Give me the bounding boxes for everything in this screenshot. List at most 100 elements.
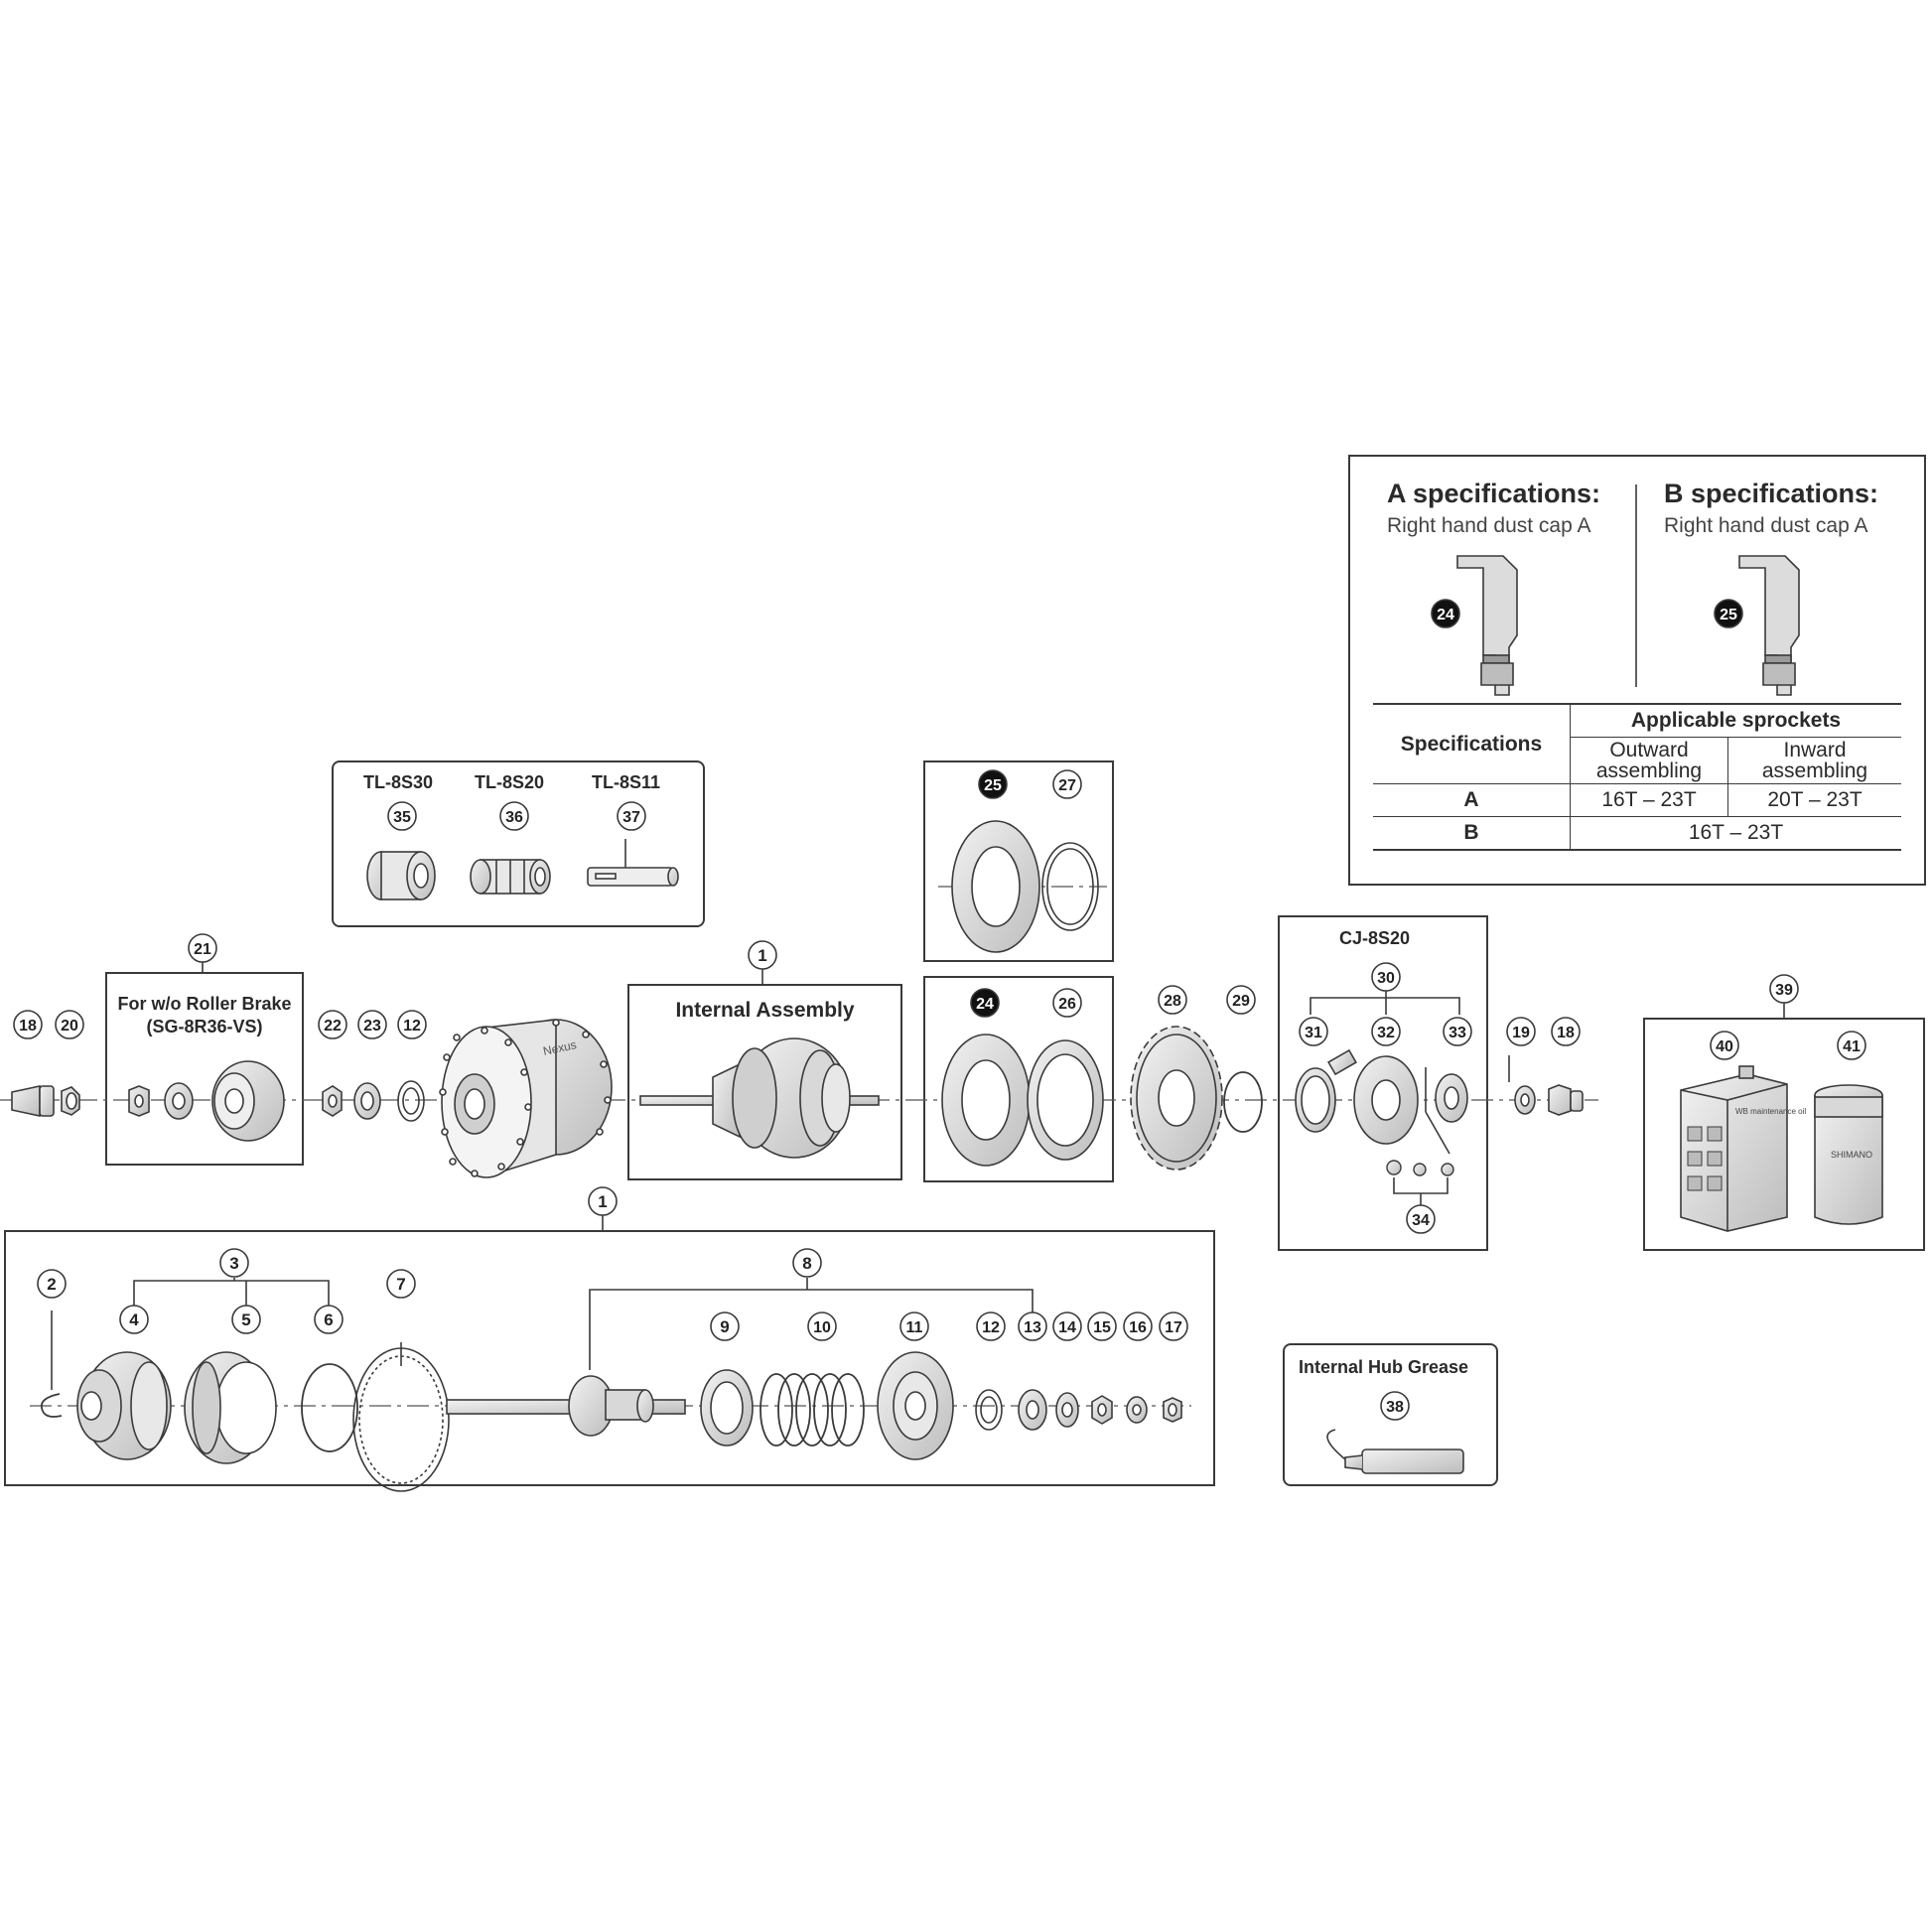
callout-34: 34	[1406, 1204, 1436, 1234]
callout-24: 24	[970, 988, 1000, 1018]
callout-number-19: 19	[1512, 1025, 1530, 1041]
tool-35-name: TL-8S30	[363, 772, 434, 792]
callout-number-26: 26	[1058, 996, 1076, 1013]
callout-circle-37	[617, 801, 646, 831]
spec-col-header: Specifications	[1373, 703, 1571, 784]
hub-logo-text: Nexus	[542, 1037, 578, 1058]
callout-40: 40	[1710, 1031, 1739, 1060]
part-38-grease-tube	[1326, 1429, 1464, 1474]
callout-number-36: 36	[505, 809, 523, 826]
part-21-roller-brake-parts	[128, 1060, 285, 1142]
callout-7: 7	[386, 1269, 416, 1299]
callout-circle-17	[1159, 1311, 1188, 1341]
callout-circle-38	[1380, 1391, 1410, 1421]
callout-number-30: 30	[1377, 970, 1395, 987]
callout-number-41: 41	[1843, 1038, 1861, 1055]
callout-circle-4	[119, 1305, 149, 1334]
callout-22: 22	[318, 1010, 347, 1039]
callout-circle-6	[314, 1305, 344, 1334]
callout-16: 16	[1123, 1311, 1153, 1341]
callout-number-1: 1	[598, 1192, 607, 1211]
dust-cap-24-box	[923, 976, 1114, 1182]
callout-27: 27	[1052, 769, 1082, 799]
dust-cap-25-box	[923, 760, 1114, 962]
callout-number-15: 15	[1093, 1319, 1111, 1336]
grease-box	[1283, 1343, 1498, 1486]
callout-19: 19	[1506, 1017, 1536, 1046]
callout-28: 28	[1158, 985, 1187, 1015]
callout-number-31: 31	[1305, 1025, 1322, 1041]
callout-circle-1	[748, 940, 777, 970]
callout-13: 13	[1018, 1311, 1047, 1341]
callout-circle-13	[1018, 1311, 1047, 1341]
callout-circle-2	[37, 1269, 67, 1299]
callout-number-34: 34	[1412, 1212, 1430, 1229]
specifications-box	[1348, 455, 1926, 886]
part-12-retainer	[397, 1080, 425, 1122]
part-15-locknut	[1091, 1395, 1113, 1425]
roller-brake-title-line1: For w/o Roller Brake	[117, 994, 292, 1014]
callout-11: 11	[899, 1311, 929, 1341]
part-28-sprocket	[1130, 1026, 1223, 1171]
callout-circle-15	[1087, 1311, 1117, 1341]
callout-circle-9	[710, 1311, 740, 1341]
callout-number-5: 5	[241, 1311, 250, 1329]
callout-number-2: 2	[47, 1275, 56, 1294]
part-41-grease-jar	[1814, 1084, 1883, 1225]
callout-circle-8	[792, 1248, 822, 1278]
callout-circle-25	[978, 769, 1008, 799]
callout-23: 23	[357, 1010, 387, 1039]
callout-number-22: 22	[324, 1018, 342, 1035]
callout-circle-11	[899, 1311, 929, 1341]
callout-41: 41	[1837, 1031, 1866, 1060]
callout-number-25: 25	[984, 777, 1002, 794]
part-40-oil-can	[1680, 1065, 1788, 1232]
callout-10: 10	[807, 1311, 837, 1341]
callout-3: 3	[219, 1248, 249, 1278]
callout-number-37: 37	[622, 809, 640, 826]
callout-circle-16	[1123, 1311, 1153, 1341]
callout-number-24: 24	[1437, 607, 1454, 623]
callout-number-18: 18	[19, 1018, 37, 1035]
callout-31: 31	[1299, 1017, 1328, 1046]
part-23-cone	[353, 1082, 381, 1120]
grease-title: Internal Hub Grease	[1299, 1357, 1469, 1377]
spec-b-subtitle: Right hand dust cap A	[1664, 514, 1868, 537]
callout-5: 5	[231, 1305, 261, 1334]
callout-circle-31	[1299, 1017, 1328, 1046]
callout-12: 12	[976, 1311, 1006, 1341]
part-37-tool	[587, 867, 679, 887]
oil-can-label-text: WB maintenance oil	[1735, 1107, 1806, 1116]
callout-circle-7	[386, 1269, 416, 1299]
part-2-clip	[40, 1393, 63, 1418]
part-27-ring	[1041, 842, 1099, 931]
callout-circle-28	[1158, 985, 1187, 1015]
callout-1: 1	[588, 1186, 618, 1216]
callout-18: 18	[13, 1010, 43, 1039]
callout-39: 39	[1769, 974, 1799, 1004]
part-18-right-nut	[1548, 1084, 1584, 1116]
callout-21: 21	[188, 933, 217, 963]
spec-row-a-outward: 16T – 23T	[1570, 783, 1728, 817]
callout-circle-30	[1371, 962, 1401, 992]
callout-38: 38	[1380, 1391, 1410, 1421]
spec-row-a-name: A	[1373, 783, 1571, 817]
callout-circle-3	[219, 1248, 249, 1278]
part-9-pawl	[700, 1369, 754, 1447]
callout-number-13: 13	[1024, 1319, 1041, 1336]
callout-circle-24	[970, 988, 1000, 1018]
callout-number-39: 39	[1775, 982, 1793, 999]
callout-circle-39	[1769, 974, 1799, 1004]
part-17-nut	[1163, 1397, 1182, 1423]
sprocket-spec-table: Specifications Applicable sprockets Outw…	[1373, 703, 1901, 851]
callout-number-28: 28	[1164, 993, 1181, 1010]
part-34-screws	[1386, 1160, 1454, 1176]
part-10-spring	[759, 1373, 865, 1447]
callout-circle-35	[387, 801, 417, 831]
callout-29: 29	[1226, 985, 1256, 1015]
callout-circle-24	[1431, 599, 1460, 628]
callout-number-33: 33	[1449, 1025, 1466, 1041]
internal-assembly-box	[627, 984, 902, 1180]
callout-circle-34	[1406, 1204, 1436, 1234]
callout-25: 25	[1714, 599, 1743, 628]
